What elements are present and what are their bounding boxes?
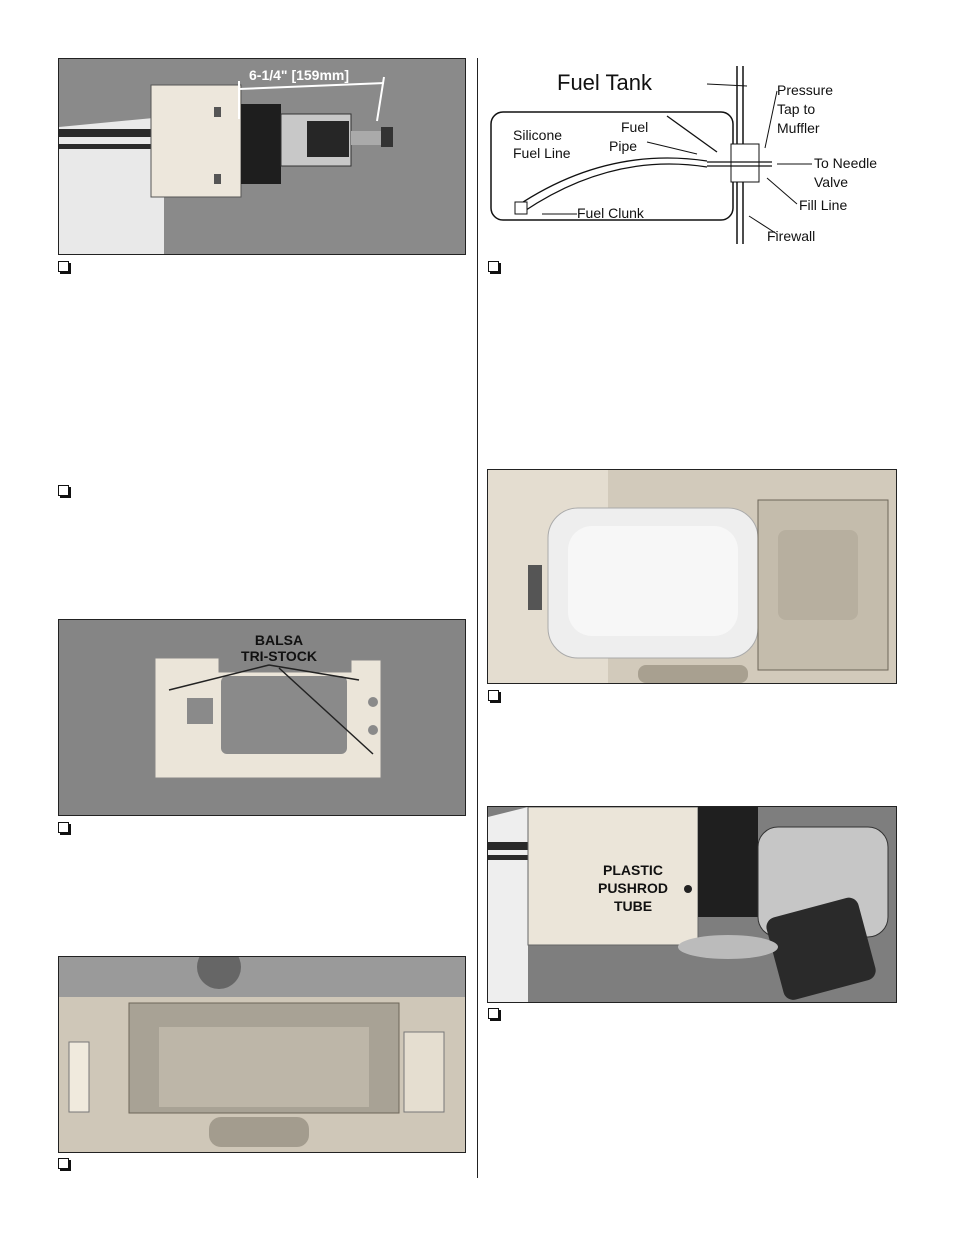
pushrod-label-line1: PLASTIC <box>603 862 663 878</box>
fuel-clunk-label: Fuel Clunk <box>577 205 644 221</box>
step-checkbox-5[interactable] <box>488 261 499 272</box>
pushrod-label-line3: TUBE <box>613 898 653 914</box>
fuselage-interior-photo <box>58 956 466 1153</box>
step-checkbox-6[interactable] <box>488 690 499 701</box>
tri-stock-photo: BALSA TRI-STOCK <box>58 619 466 816</box>
firewall-label: Firewall <box>767 228 816 244</box>
needle-label-line2: Valve <box>814 174 848 190</box>
balsa-label-line1: BALSA <box>254 632 304 648</box>
step-checkbox-3[interactable] <box>58 822 69 833</box>
step-checkbox-1[interactable] <box>58 261 69 272</box>
tank-installed-photo <box>487 469 897 684</box>
engine-mount-photo: 6-1/4" [159mm] <box>58 58 466 255</box>
fuel-pipe-label-line2: Pipe <box>609 138 638 154</box>
pressure-label-line1: Pressure <box>777 82 834 98</box>
step-checkbox-7[interactable] <box>488 1008 499 1019</box>
pressure-label-line3: Muffler <box>777 120 820 136</box>
silicone-label-line2: Fuel Line <box>513 145 571 161</box>
balsa-label-line2: TRI-STOCK <box>241 648 317 664</box>
pushrod-label-line2: PUSHROD <box>597 880 668 896</box>
fuel-tank-diagram: Fuel Tank Silicone Fuel Line Fuel Pipe F… <box>487 66 897 246</box>
fuel-pipe-label-line1: Fuel <box>621 119 649 135</box>
step-checkbox-2[interactable] <box>58 485 69 496</box>
silicone-label-line1: Silicone <box>513 127 563 143</box>
diagram-title: Fuel Tank <box>557 70 652 95</box>
needle-label-line1: To Needle <box>814 155 878 171</box>
dimension-label: 6-1/4" [159mm] <box>249 67 350 83</box>
pushrod-tube-photo: PLASTIC PUSHROD TUBE <box>487 806 897 1003</box>
column-divider <box>477 58 478 1178</box>
fill-line-label: Fill Line <box>799 197 848 213</box>
pressure-label-line2: Tap to <box>777 101 816 117</box>
step-checkbox-4[interactable] <box>58 1158 69 1169</box>
